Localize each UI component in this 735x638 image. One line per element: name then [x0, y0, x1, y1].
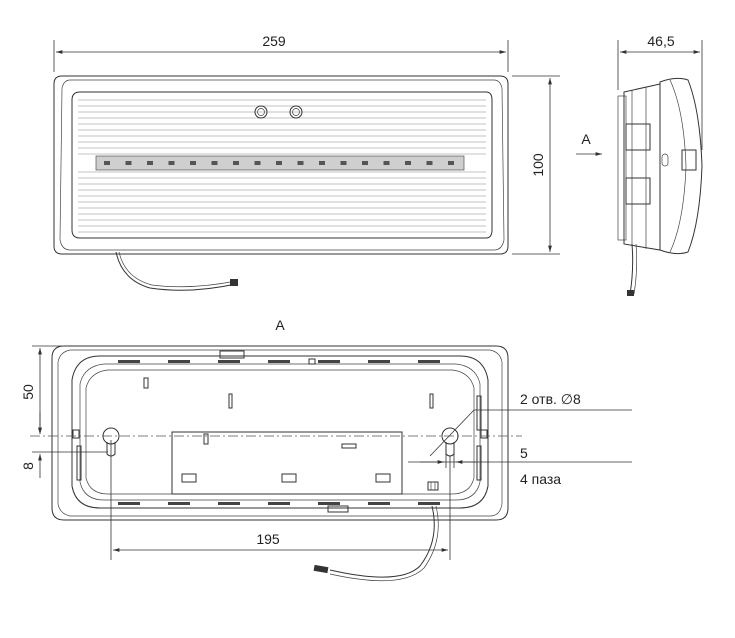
dim-50: 50 [20, 345, 62, 434]
led-dot [383, 161, 390, 165]
led-dot [297, 161, 304, 165]
vent-slot [118, 360, 140, 363]
label-view-arrow: A [581, 131, 591, 147]
label-5: 5 [520, 445, 528, 461]
callouts: 2 отв. ∅8 5 4 паза [408, 391, 632, 487]
side-slot-right-top [476, 395, 482, 431]
led-dot [362, 161, 368, 165]
led-dot [125, 161, 132, 165]
led-dot [276, 161, 282, 165]
rear-view [30, 345, 522, 582]
label-46-5: 46,5 [647, 33, 674, 49]
led-dot [448, 161, 454, 165]
label-holes: 2 отв. ∅8 [520, 391, 581, 407]
vent-slot [168, 360, 190, 363]
rear-cable [329, 505, 435, 578]
vent-slot [318, 502, 340, 505]
vent-slot [318, 360, 340, 363]
led-dot [104, 161, 110, 165]
battery-box [171, 431, 403, 495]
led-dot [190, 161, 196, 165]
top-tab [219, 350, 245, 359]
label-8: 8 [20, 462, 36, 470]
led-dot [319, 161, 325, 165]
bottom-slots [118, 502, 440, 505]
view-arrow-a: A [576, 131, 602, 156]
base-plate [71, 355, 489, 509]
vent-slot [268, 360, 290, 363]
vent-slot [368, 502, 390, 505]
label-100: 100 [530, 153, 546, 177]
view-title: A [275, 317, 285, 333]
dim-195: 195 [110, 440, 451, 560]
vent-slot [218, 502, 240, 505]
dim-width-259: 259 [53, 33, 509, 72]
front-cable [115, 251, 237, 291]
led-dot [233, 161, 239, 165]
led-dot [340, 161, 347, 165]
top-slots [118, 360, 440, 363]
label-195: 195 [256, 531, 280, 547]
label-50: 50 [20, 384, 36, 400]
vent-slot [168, 502, 190, 505]
vent-slot [118, 502, 140, 505]
side-dome [659, 77, 703, 255]
vent-slot [418, 502, 440, 505]
vent-slot [418, 360, 440, 363]
side-slot-right-bottom [476, 445, 482, 481]
connector [427, 481, 439, 491]
vent-slot [368, 360, 390, 363]
side-view [617, 77, 703, 296]
vent-slot [218, 360, 240, 363]
led-dot [211, 161, 218, 165]
dim-depth-46-5: 46,5 [617, 33, 703, 150]
led-dot [147, 161, 153, 165]
lens-stripes [78, 99, 486, 233]
dim-8: 8 [20, 412, 108, 478]
side-tab [681, 149, 697, 171]
keyhole-right [441, 427, 459, 457]
dim-height-100: 100 [512, 75, 560, 255]
led-dots [104, 161, 454, 165]
label-259: 259 [262, 33, 286, 49]
cable-end [230, 279, 238, 286]
side-cable [629, 243, 634, 295]
screw-right [289, 105, 303, 119]
led-dot [254, 161, 261, 165]
led-dot [426, 161, 433, 165]
vent-slot [268, 502, 290, 505]
led-dot [168, 161, 175, 165]
led-dot [405, 161, 411, 165]
front-view [53, 75, 509, 291]
screw-left [254, 105, 268, 119]
side-slot-left [76, 445, 82, 481]
label-slots: 4 паза [520, 471, 561, 487]
